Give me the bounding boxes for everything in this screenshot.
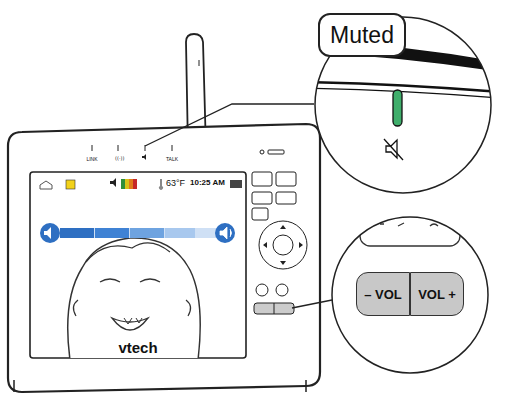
clock-readout: 10:25 AM: [190, 179, 225, 187]
leader-line: [145, 104, 314, 146]
led-label: LINK: [86, 157, 97, 162]
node-text: VOL +: [418, 287, 456, 302]
monitor-body: [8, 124, 320, 392]
node-text: – VOL: [364, 287, 402, 302]
leader-line: [292, 300, 332, 308]
green-led: [393, 90, 402, 126]
node-text: Muted: [330, 22, 394, 49]
volume-button: – VOL: [356, 272, 410, 316]
brand-logo: vtech: [118, 340, 157, 355]
led-label: TALK: [166, 157, 178, 162]
baby-face: [68, 238, 201, 358]
svg-text:((·)): ((·)): [115, 155, 124, 161]
volume-button: VOL +: [410, 272, 464, 316]
callout-box: Muted: [318, 13, 406, 57]
temperature-readout: 63°F: [166, 179, 185, 188]
